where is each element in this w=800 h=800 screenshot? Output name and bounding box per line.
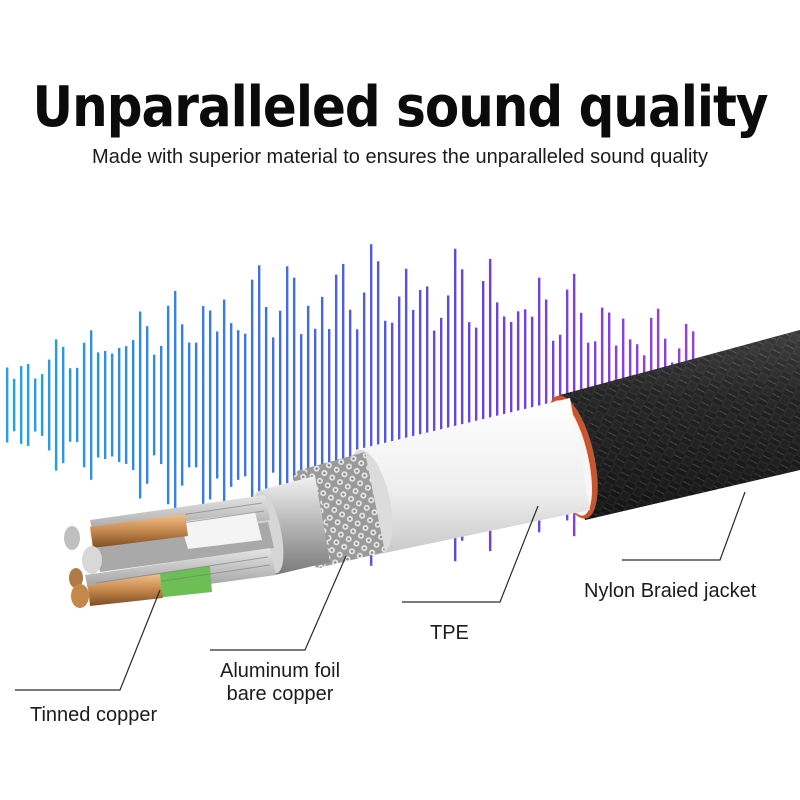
leader-lines <box>15 491 746 691</box>
inner-conductors <box>64 495 276 608</box>
wave-bar <box>118 347 121 463</box>
wave-bar <box>48 359 51 451</box>
wave-bar <box>461 269 464 541</box>
subheadline: Made with superior material to ensures t… <box>92 146 708 168</box>
wave-bar <box>370 244 373 566</box>
wave-bar <box>440 317 443 493</box>
wave-bar <box>237 330 240 480</box>
wave-bar <box>153 354 156 456</box>
wave-bar <box>62 346 65 464</box>
wave-bar <box>272 337 275 473</box>
wave-bar <box>160 345 163 465</box>
wave-bar <box>419 289 422 521</box>
wave-bar <box>405 268 408 542</box>
wave-bar <box>251 279 254 531</box>
wave-bar <box>314 328 317 482</box>
wave-bar <box>230 323 233 487</box>
wave-bar <box>433 330 436 480</box>
wave-bar <box>20 366 23 444</box>
wave-bar <box>202 306 205 504</box>
wave-bar <box>293 277 296 533</box>
wave-bar <box>223 299 226 511</box>
wave-bar <box>349 309 352 501</box>
wave-bar <box>83 342 86 468</box>
wave-bar <box>363 292 366 518</box>
wave-bar <box>55 339 58 471</box>
wave-bar <box>475 327 478 483</box>
wave-bar <box>426 286 429 524</box>
wave-bar <box>216 331 219 479</box>
wave-bar <box>139 311 142 499</box>
wave-bar <box>517 311 520 499</box>
wave-bar <box>412 310 415 500</box>
wave-bar <box>258 265 261 545</box>
wave-bar <box>524 309 527 501</box>
wave-bar <box>167 305 170 505</box>
wave-bar <box>6 367 9 443</box>
wave-bar <box>279 310 282 500</box>
wave-bar <box>132 339 135 471</box>
wave-bar <box>482 281 485 529</box>
wave-bar <box>111 353 114 457</box>
wave-bar <box>27 364 30 446</box>
wave-bar <box>398 296 401 514</box>
wave-bar <box>125 346 128 464</box>
wave-bar <box>181 324 184 486</box>
wave-bar <box>503 316 506 494</box>
wave-bar <box>209 310 212 500</box>
wave-bar <box>391 322 394 488</box>
wave-bar <box>307 305 310 505</box>
wave-bar <box>34 378 37 432</box>
wave-bar <box>41 374 44 436</box>
wave-bar <box>244 333 247 477</box>
label-nylon-braided-jacket: Nylon Braied jacket <box>584 580 757 602</box>
wave-bar <box>510 321 513 489</box>
wave-bar <box>496 302 499 508</box>
wave-bar <box>265 307 268 503</box>
wave-bar <box>76 367 79 443</box>
wave-bar <box>146 326 149 484</box>
wave-bar <box>538 277 541 533</box>
headline: Unparalleled sound quality <box>32 74 769 140</box>
wave-bar <box>384 320 387 490</box>
wave-bar <box>356 329 359 481</box>
wave-bar <box>468 322 471 488</box>
wave-bar <box>377 261 380 549</box>
label-tinned-copper: Tinned copper <box>30 704 158 726</box>
wave-bar <box>531 316 534 494</box>
label-aluminum-foil-line2: bare copper <box>226 683 334 705</box>
wave-bar <box>174 290 177 520</box>
wave-bar <box>489 258 492 552</box>
wave-bar <box>104 350 107 460</box>
wave-bar <box>300 334 303 476</box>
label-tpe: TPE <box>430 622 469 644</box>
label-aluminum-foil-line1: Aluminum foil <box>220 660 341 682</box>
wave-bar <box>90 330 93 480</box>
wave-bar <box>447 295 450 515</box>
wave-bar <box>335 274 338 536</box>
wave-bar <box>321 296 324 514</box>
wave-bar <box>97 352 100 458</box>
wave-bar <box>13 378 16 432</box>
label-aluminum-foil: Aluminum foil bare copper <box>220 660 340 706</box>
wave-bar <box>286 266 289 544</box>
wave-bar <box>188 342 191 468</box>
wave-bar <box>328 329 331 481</box>
wave-bar <box>454 248 457 562</box>
wave-bar <box>69 368 72 442</box>
wave-bar <box>342 263 345 547</box>
wave-bar <box>195 342 198 468</box>
